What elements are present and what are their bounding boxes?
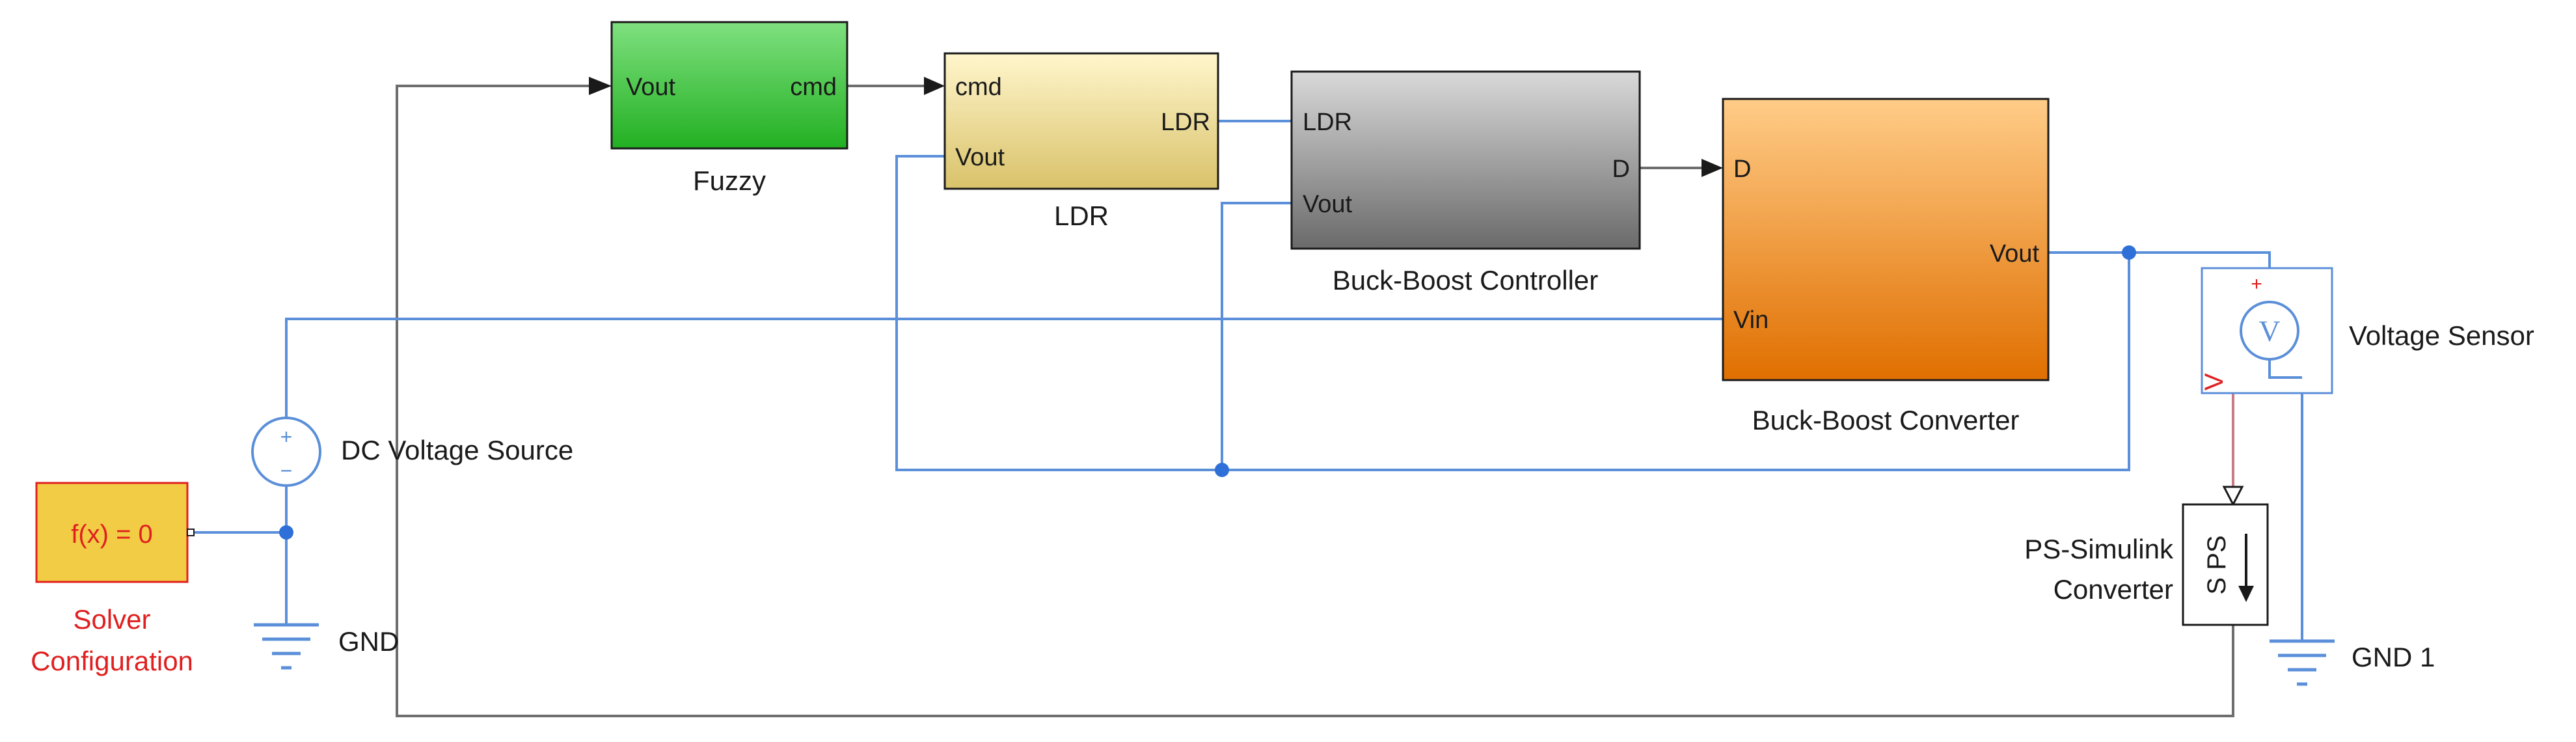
converter-in-port-vin: Vin <box>1733 307 1769 334</box>
ps-simulink-glyph: S PS <box>2203 535 2231 594</box>
dc-source-label: DC Voltage Source <box>341 435 573 465</box>
ldr-label: LDR <box>1054 200 1109 231</box>
sensor-plus-sign: + <box>2251 273 2262 295</box>
fuzzy-in-port-label: Vout <box>626 74 676 101</box>
feedback-signal-line[interactable] <box>396 85 2234 717</box>
voltage-sensor-label: Voltage Sensor <box>2349 320 2534 351</box>
solver-label-line2: Configuration <box>31 646 193 676</box>
fuzzy-input-arrow <box>589 77 612 95</box>
converter-in-port-d: D <box>1733 156 1751 183</box>
dc-source-minus: − <box>280 459 293 482</box>
junction-dot-solver <box>279 525 293 540</box>
vin-line[interactable] <box>285 318 1723 417</box>
ldr-cmd-arrow <box>924 77 945 95</box>
converter-out-port-vout: Vout <box>1990 240 2040 268</box>
converter-block[interactable]: D Vin Vout <box>1722 98 2050 381</box>
dc-source-plus: + <box>280 425 293 448</box>
solver-function-text: f(x) = 0 <box>71 520 153 549</box>
vout-network-line[interactable] <box>895 155 2130 471</box>
sensor-to-gnd1-line[interactable] <box>2268 371 2303 641</box>
sensor-v-port-label: V <box>2200 373 2229 391</box>
controller-vout-line[interactable] <box>1221 202 1292 470</box>
ps-simulink-block[interactable]: S PS <box>2182 503 2269 626</box>
ps-input-arrow <box>2222 486 2244 507</box>
gnd1-block[interactable] <box>2270 639 2335 686</box>
controller-block[interactable]: LDR Vout D <box>1290 70 1641 250</box>
ldr-out-port-label: LDR <box>1161 109 1210 136</box>
fuzzy-label: Fuzzy <box>693 165 766 196</box>
ps-simulink-label-line1: PS-Simulink <box>2024 534 2174 564</box>
controller-in-port-ldr: LDR <box>1303 109 1352 136</box>
junction-dot-controller <box>1215 463 1229 477</box>
controller-out-port-d: D <box>1612 156 1630 183</box>
dc-voltage-source-block[interactable]: + − <box>251 417 321 487</box>
ps-simulink-label-line2: Converter <box>2054 574 2173 605</box>
solver-configuration-block[interactable]: f(x) = 0 <box>35 482 195 583</box>
gnd-block[interactable] <box>254 623 319 670</box>
voltage-sensor-block[interactable]: V + V <box>2200 267 2333 394</box>
gnd1-label: GND 1 <box>2352 642 2435 672</box>
vout-to-sensor-line[interactable] <box>2129 251 2271 273</box>
fuzzy-out-port-label: cmd <box>790 74 837 101</box>
converter-d-arrow <box>1702 159 1723 177</box>
junction-dot-vout <box>2122 245 2136 260</box>
solver-label-line1: Solver <box>73 604 150 635</box>
controller-label: Buck-Boost Controller <box>1333 265 1599 295</box>
controller-in-port-vout: Vout <box>1303 191 1353 218</box>
ldr-in-port-cmd: cmd <box>955 74 1002 101</box>
fuzzy-block[interactable]: Vout cmd <box>610 21 848 150</box>
converter-label: Buck-Boost Converter <box>1752 405 2020 435</box>
voltage-sensor-glyph: V <box>2258 314 2280 348</box>
gnd-label: GND <box>338 626 399 657</box>
ldr-block[interactable]: cmd Vout LDR <box>943 52 1219 190</box>
ldr-in-port-vout: Vout <box>955 144 1005 171</box>
